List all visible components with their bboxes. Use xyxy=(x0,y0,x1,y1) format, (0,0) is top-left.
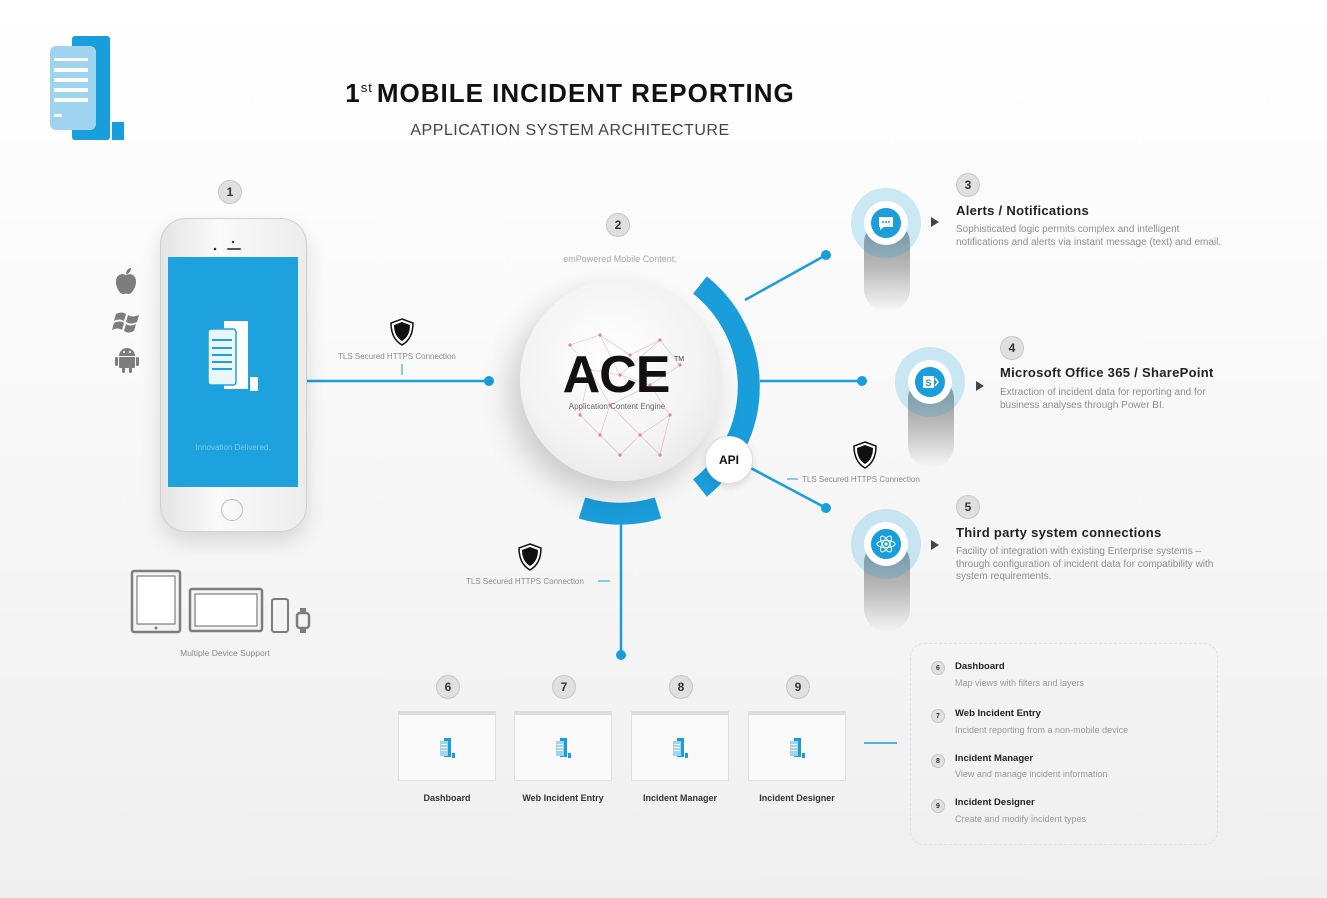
step-number-6: 6 xyxy=(436,675,460,699)
module-label-incident-manager: Incident Manager xyxy=(642,793,717,803)
legend-number-9: 9 xyxy=(931,799,945,813)
svg-text:S: S xyxy=(925,378,931,388)
tls-label-phone: TLS Secured HTTPS Connection xyxy=(338,352,456,361)
app-icon xyxy=(790,737,805,758)
feature-title-3: Alerts / Notifications xyxy=(956,203,1090,218)
legend-desc-web-incident-entry: Incident reporting from a non-mobile dev… xyxy=(955,725,1129,735)
ace-engine xyxy=(520,279,722,481)
ace-subtitle: Application Content Engine xyxy=(568,402,666,411)
android-icon xyxy=(115,346,139,379)
page-subtitle: APPLICATION SYSTEM ARCHITECTURE xyxy=(410,122,730,139)
legend-title-incident-manager: Incident Manager xyxy=(955,753,1034,764)
module-tile-web-incident-entry[interactable] xyxy=(514,711,612,781)
legend-desc-incident-manager: View and manage incident information xyxy=(955,769,1108,779)
step-number-4: 4 xyxy=(1000,336,1024,360)
step-number-2: 2 xyxy=(606,213,630,237)
step-number-7: 7 xyxy=(552,675,576,699)
sharepoint-icon: S xyxy=(908,360,952,404)
legend-title-web-incident-entry: Web Incident Entry xyxy=(955,708,1041,719)
play-arrow-icon xyxy=(931,537,939,555)
chat-icon xyxy=(864,201,908,245)
module-label-web-incident-entry: Web Incident Entry xyxy=(522,793,604,803)
api-badge: API xyxy=(705,436,753,484)
windows-icon xyxy=(112,309,140,338)
module-label-incident-designer: Incident Designer xyxy=(759,793,835,803)
shield-icon xyxy=(853,441,877,469)
feature-desc-5: Facility of integration with existing En… xyxy=(956,546,1214,582)
step-number-3: 3 xyxy=(956,173,980,197)
step-number-8: 8 xyxy=(669,675,693,699)
api-label: API xyxy=(718,453,739,467)
legend-number-7: 7 xyxy=(931,709,945,723)
legend-desc-incident-designer: Create and modify incident types xyxy=(955,814,1087,824)
module-label-dashboard: Dashboard xyxy=(423,793,471,803)
step-number-9: 9 xyxy=(786,675,810,699)
tls-label-bottom: TLS Secured HTTPS Connection xyxy=(466,577,584,586)
play-arrow-icon xyxy=(931,214,939,232)
legend-number-8: 8 xyxy=(931,754,945,768)
ace-trademark: TM xyxy=(674,356,685,363)
play-arrow-icon xyxy=(976,378,984,396)
legend-title-dashboard: Dashboard xyxy=(955,661,1005,672)
shield-icon xyxy=(518,543,542,571)
app-icon xyxy=(673,737,688,758)
phone-app-logo xyxy=(207,321,262,398)
feature-title-5: Third party system connections xyxy=(956,525,1162,540)
shield-icon xyxy=(390,318,414,346)
module-tile-incident-designer[interactable] xyxy=(748,711,846,781)
phone-speaker xyxy=(213,238,253,251)
step-number-1: 1 xyxy=(218,180,242,204)
module-tile-dashboard[interactable] xyxy=(398,711,496,781)
devices-label: Multiple Device Support xyxy=(180,648,270,658)
atom-icon xyxy=(864,522,908,566)
network-graphic xyxy=(568,333,682,457)
legend-title-incident-designer: Incident Designer xyxy=(955,797,1035,808)
tls-label-right: TLS Secured HTTPS Connection xyxy=(802,475,920,484)
app-logo xyxy=(46,36,126,147)
feature-title-4: Microsoft Office 365 / SharePoint xyxy=(1000,365,1214,380)
ace-caption: emPowered Mobile Content. xyxy=(563,254,677,264)
phone-tagline: Innovation Delivered. xyxy=(195,443,271,452)
apple-icon xyxy=(114,267,138,300)
legend-desc-dashboard: Map views with filters and layers xyxy=(955,678,1085,688)
legend-number-6: 6 xyxy=(931,661,945,675)
multiple-devices-icon xyxy=(130,569,313,639)
phone-home-button xyxy=(221,499,243,521)
app-icon xyxy=(440,737,455,758)
module-tile-incident-manager[interactable] xyxy=(631,711,729,781)
step-number-5: 5 xyxy=(956,495,980,519)
ace-name: ACE xyxy=(562,346,671,404)
feature-desc-3: Sophisticated logic permits complex and … xyxy=(956,224,1222,248)
app-icon xyxy=(556,737,571,758)
feature-desc-4: Extraction of incident data for reportin… xyxy=(1000,387,1206,411)
module-legend xyxy=(910,643,1218,845)
